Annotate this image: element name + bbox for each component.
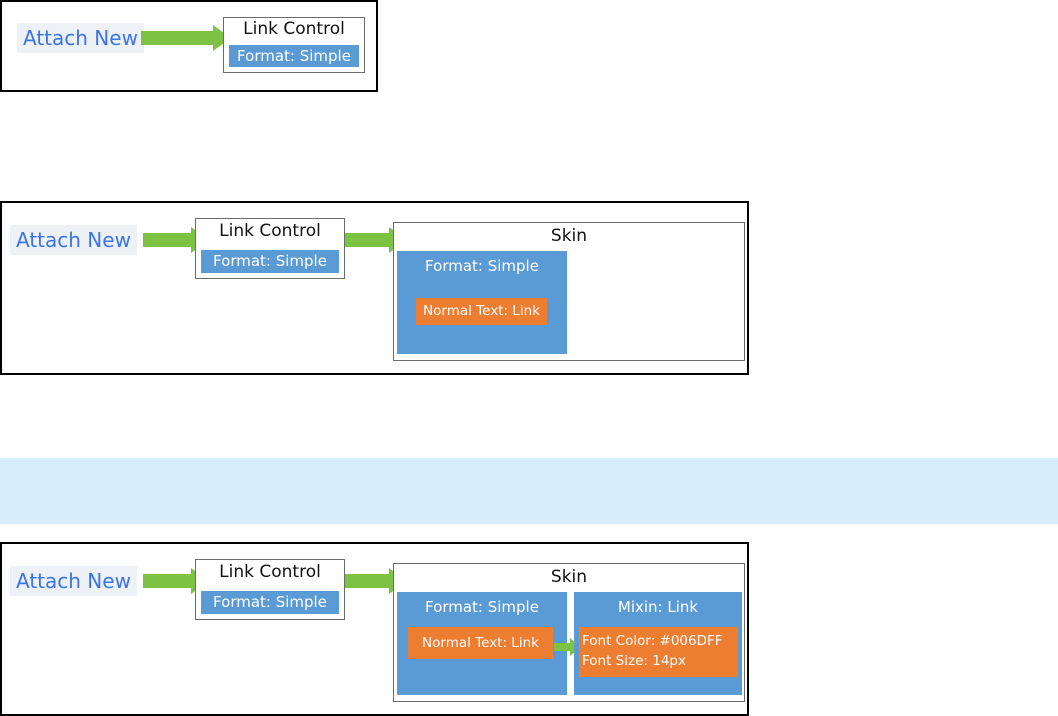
attach-new-label[interactable]: Attach New	[17, 23, 144, 53]
link-control-box[interactable]: Link Control Format: Simple	[195, 218, 345, 279]
arrow-right-icon	[143, 568, 209, 594]
mixin-link-block[interactable]: Mixin: Link Font Color: #006DFF Font Siz…	[574, 592, 742, 695]
skin-box[interactable]: Skin Format: Simple Normal Text: Link Mi…	[393, 563, 745, 702]
link-control-title: Link Control	[219, 221, 321, 241]
link-control-format: Format: Simple	[229, 45, 359, 67]
skin-format-title: Format: Simple	[425, 598, 539, 616]
font-size-property: Font Size: 14px	[582, 653, 686, 669]
highlight-band	[0, 458, 1058, 524]
attach-new-label[interactable]: Attach New	[10, 566, 137, 596]
arrow-right-icon	[345, 568, 407, 594]
diagram-3-panel: Attach New Link Control Format: Simple S…	[0, 542, 749, 716]
link-control-title: Link Control	[219, 562, 321, 582]
diagram-1-panel: Attach New Link Control Format: Simple	[0, 0, 378, 92]
arrow-right-icon	[141, 25, 231, 51]
link-control-box[interactable]: Link Control Format: Simple	[195, 559, 345, 620]
link-control-format: Format: Simple	[201, 591, 339, 614]
mixin-title: Mixin: Link	[617, 598, 699, 616]
normal-text-link-item[interactable]: Normal Text: Link	[416, 298, 547, 325]
link-control-format: Format: Simple	[201, 250, 339, 273]
skin-title: Skin	[550, 567, 588, 587]
arrow-right-icon	[143, 227, 209, 253]
skin-box[interactable]: Skin Format: Simple Normal Text: Link	[393, 222, 745, 361]
skin-format-block[interactable]: Format: Simple Normal Text: Link	[397, 251, 567, 354]
link-control-box[interactable]: Link Control Format: Simple	[223, 17, 365, 73]
normal-text-link-item[interactable]: Normal Text: Link	[408, 627, 553, 659]
mixin-properties: Font Color: #006DFF Font Size: 14px	[579, 627, 738, 677]
diagram-2-panel: Attach New Link Control Format: Simple S…	[0, 201, 749, 375]
skin-format-title: Format: Simple	[425, 257, 539, 275]
skin-format-block[interactable]: Format: Simple Normal Text: Link	[397, 592, 567, 695]
font-color-property: Font Color: #006DFF	[582, 633, 723, 649]
skin-title: Skin	[550, 226, 588, 246]
link-control-title: Link Control	[243, 19, 345, 39]
attach-new-label[interactable]: Attach New	[10, 225, 137, 255]
arrow-right-icon	[345, 227, 407, 253]
